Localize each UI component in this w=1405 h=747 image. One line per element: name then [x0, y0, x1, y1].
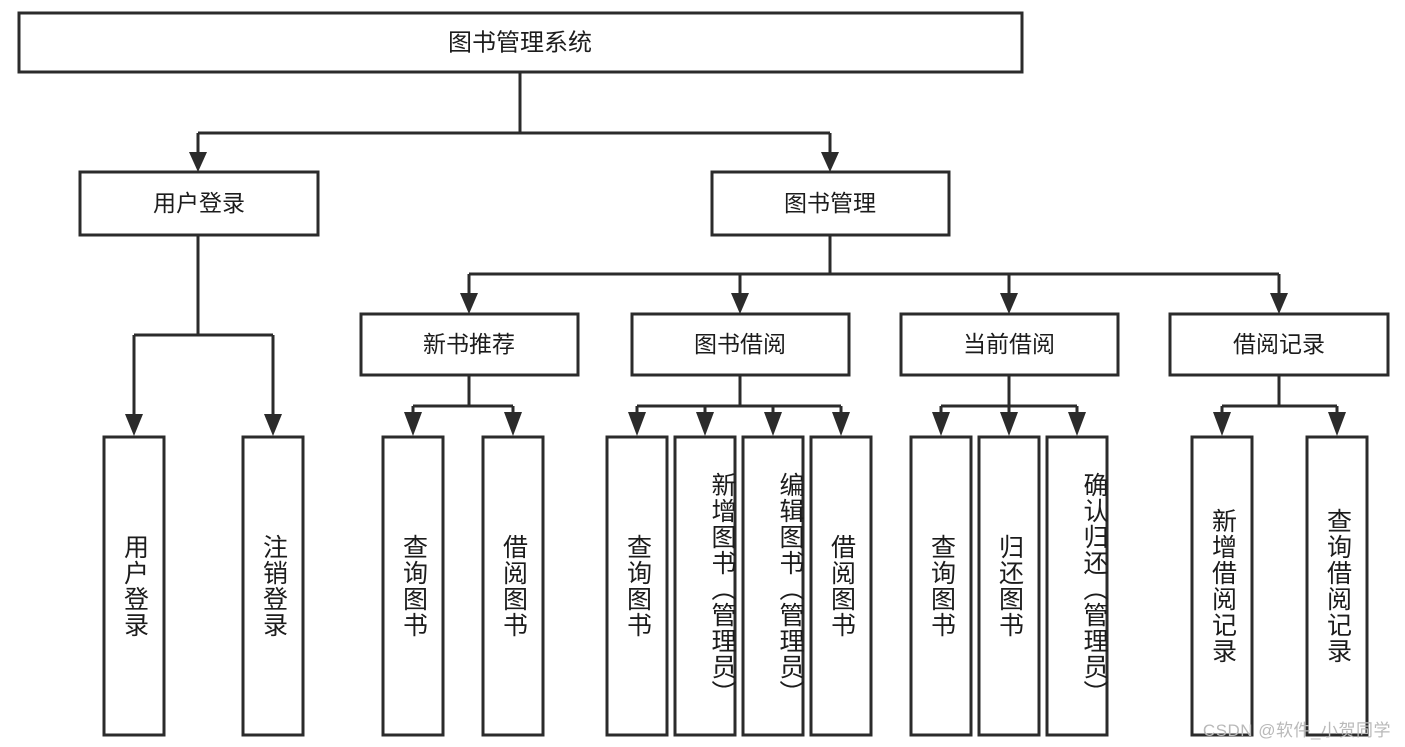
arrow-head-leaf-borrowrecord-2	[1328, 412, 1346, 436]
arrow-head-leaf-bookborrow-3	[764, 412, 782, 436]
node-current-borrow-box[interactable]	[899, 312, 1120, 377]
node-root-label: 图书管理系统	[448, 29, 592, 56]
arrow-head-leaf-user-login-1	[125, 414, 143, 436]
node-user-login-box[interactable]	[78, 170, 320, 237]
leaf-box-user-login-1[interactable]	[102, 435, 166, 737]
arrow-head-borrowrecord	[1270, 293, 1288, 314]
leaf-box-user-login-2[interactable]	[241, 435, 305, 737]
arrow-head-leaf-currentborrow-2	[1000, 412, 1018, 436]
arrow-head-leaf-newbook-1	[404, 412, 422, 436]
arrow-head-bookborrow	[731, 293, 749, 314]
watermark-text: CSDN @软件_小贺同学	[1202, 721, 1391, 740]
arrow-head-bookmgmt	[821, 152, 839, 172]
arrow-head-leaf-newbook-2	[504, 412, 522, 436]
node-borrow-record-label: 借阅记录	[1233, 331, 1325, 357]
node-user-login-label: 用户登录	[153, 190, 245, 216]
connector-group-bookborrow	[628, 375, 850, 436]
connector-group-root	[189, 72, 839, 172]
arrow-head-leaf-bookborrow-1	[628, 412, 646, 436]
node-book-borrow-label: 图书借阅	[694, 331, 786, 357]
node-borrow-record-box[interactable]	[1168, 312, 1390, 377]
arrow-head-leaf-currentborrow-3	[1068, 412, 1086, 436]
connector-group-userlogin	[125, 235, 282, 436]
leaf-box-borrow-record-2[interactable]	[1305, 435, 1369, 737]
leaf-box-borrow-record-1[interactable]	[1190, 435, 1254, 737]
connector-group-borrowrecord	[1213, 375, 1346, 436]
leaf-box-book-borrow-4[interactable]	[809, 435, 873, 737]
node-new-book-recommend-label: 新书推荐	[423, 331, 515, 357]
node-book-borrow-box[interactable]	[630, 312, 851, 377]
leaf-box-book-borrow-1[interactable]	[605, 435, 669, 737]
node-new-book-recommend-box[interactable]	[359, 312, 580, 377]
connector-group-currentborrow	[932, 375, 1086, 436]
arrow-head-newbook	[460, 293, 478, 314]
arrow-head-leaf-bookborrow-4	[832, 412, 850, 436]
arrow-head-leaf-currentborrow-1	[932, 412, 950, 436]
node-book-management-label: 图书管理	[784, 190, 876, 216]
connector-group-bookmgmt	[460, 235, 1288, 314]
leaf-box-current-borrow-1[interactable]	[909, 435, 973, 737]
leaf-box-new-book-2[interactable]	[481, 435, 545, 737]
arrow-head-leaf-borrowrecord-1	[1213, 412, 1231, 436]
node-current-borrow-label: 当前借阅	[963, 331, 1055, 357]
node-book-management-box[interactable]	[710, 170, 951, 237]
leaf-box-book-borrow-3[interactable]	[741, 435, 805, 737]
node-root-box[interactable]	[17, 11, 1024, 74]
arrow-head-userlogin	[189, 152, 207, 172]
leaf-box-new-book-1[interactable]	[381, 435, 445, 737]
arrow-head-leaf-user-login-2	[264, 414, 282, 436]
arrow-head-leaf-bookborrow-2	[696, 412, 714, 436]
leaf-box-current-borrow-3[interactable]	[1045, 435, 1109, 737]
leaf-box-book-borrow-2[interactable]	[673, 435, 737, 737]
arrow-head-currentborrow	[1000, 293, 1018, 314]
leaf-box-current-borrow-2[interactable]	[977, 435, 1041, 737]
connector-group-newbook	[404, 375, 522, 436]
